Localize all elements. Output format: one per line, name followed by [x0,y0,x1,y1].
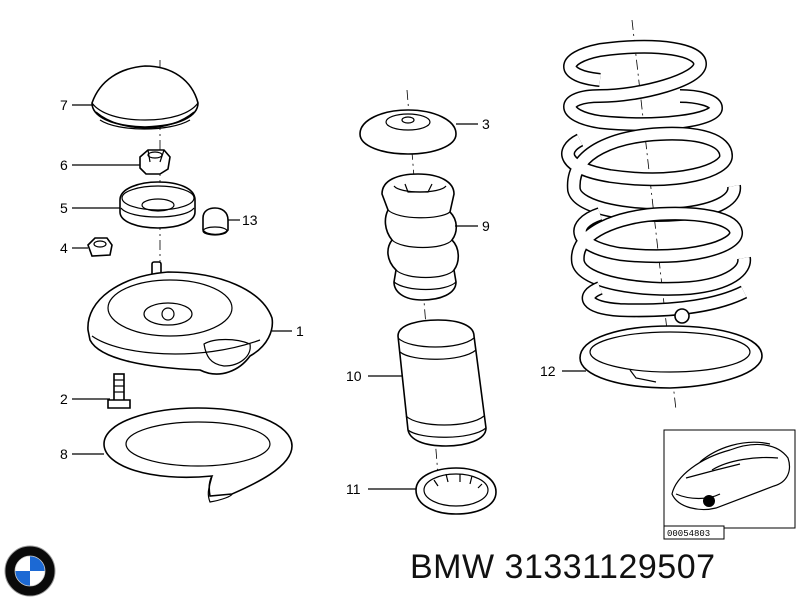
part-2-bolt [107,373,131,409]
callout-1: 1 [272,323,304,339]
callout-6: 6 [60,157,140,173]
svg-text:1: 1 [296,323,304,339]
callout-2: 2 [60,391,110,407]
svg-text:7: 7 [60,97,68,113]
part-1-strut-mount [87,271,274,375]
callout-12: 12 [540,363,586,379]
svg-text:12: 12 [540,363,556,379]
part-7-dust-cap [91,65,199,130]
vehicle-location-inset: 00054803 [663,429,796,540]
svg-text:11: 11 [346,481,361,497]
callout-13: 13 [228,212,258,228]
svg-text:2: 2 [60,391,68,407]
svg-text:5: 5 [60,200,68,216]
callout-7: 7 [60,97,94,113]
svg-text:10: 10 [346,368,362,384]
svg-text:9: 9 [482,218,490,234]
callout-8: 8 [60,446,104,462]
svg-text:4: 4 [60,240,68,256]
location-marker-icon [703,495,715,507]
part-6-nut [139,149,171,175]
part-12-spring-seat [579,325,763,389]
svg-text:6: 6 [60,157,68,173]
callout-5: 5 [60,200,120,216]
callout-9: 9 [455,218,490,234]
part-8-spring-pad [103,407,293,503]
callout-10: 10 [346,368,402,384]
svg-text:8: 8 [60,446,68,462]
callout-3: 3 [456,116,490,132]
part-4-flange-nut [87,237,113,257]
part-13-cap [202,207,229,236]
svg-text:3: 3 [482,116,490,132]
part-number-label: BMW 31331129507 [410,548,716,586]
part-11-ring [415,467,497,515]
part-3-support-disc [359,109,457,155]
part-9-bump-stop [381,173,460,301]
callout-11: 11 [346,481,416,497]
svg-text:13: 13 [242,212,258,228]
bmw-logo-icon [4,545,56,597]
part-5-bearing [119,181,196,229]
part-12-coil-spring [561,39,752,324]
part-10-dust-boot [397,319,487,447]
callout-4: 4 [60,240,88,256]
inset-reference-code: 00054803 [667,529,710,539]
